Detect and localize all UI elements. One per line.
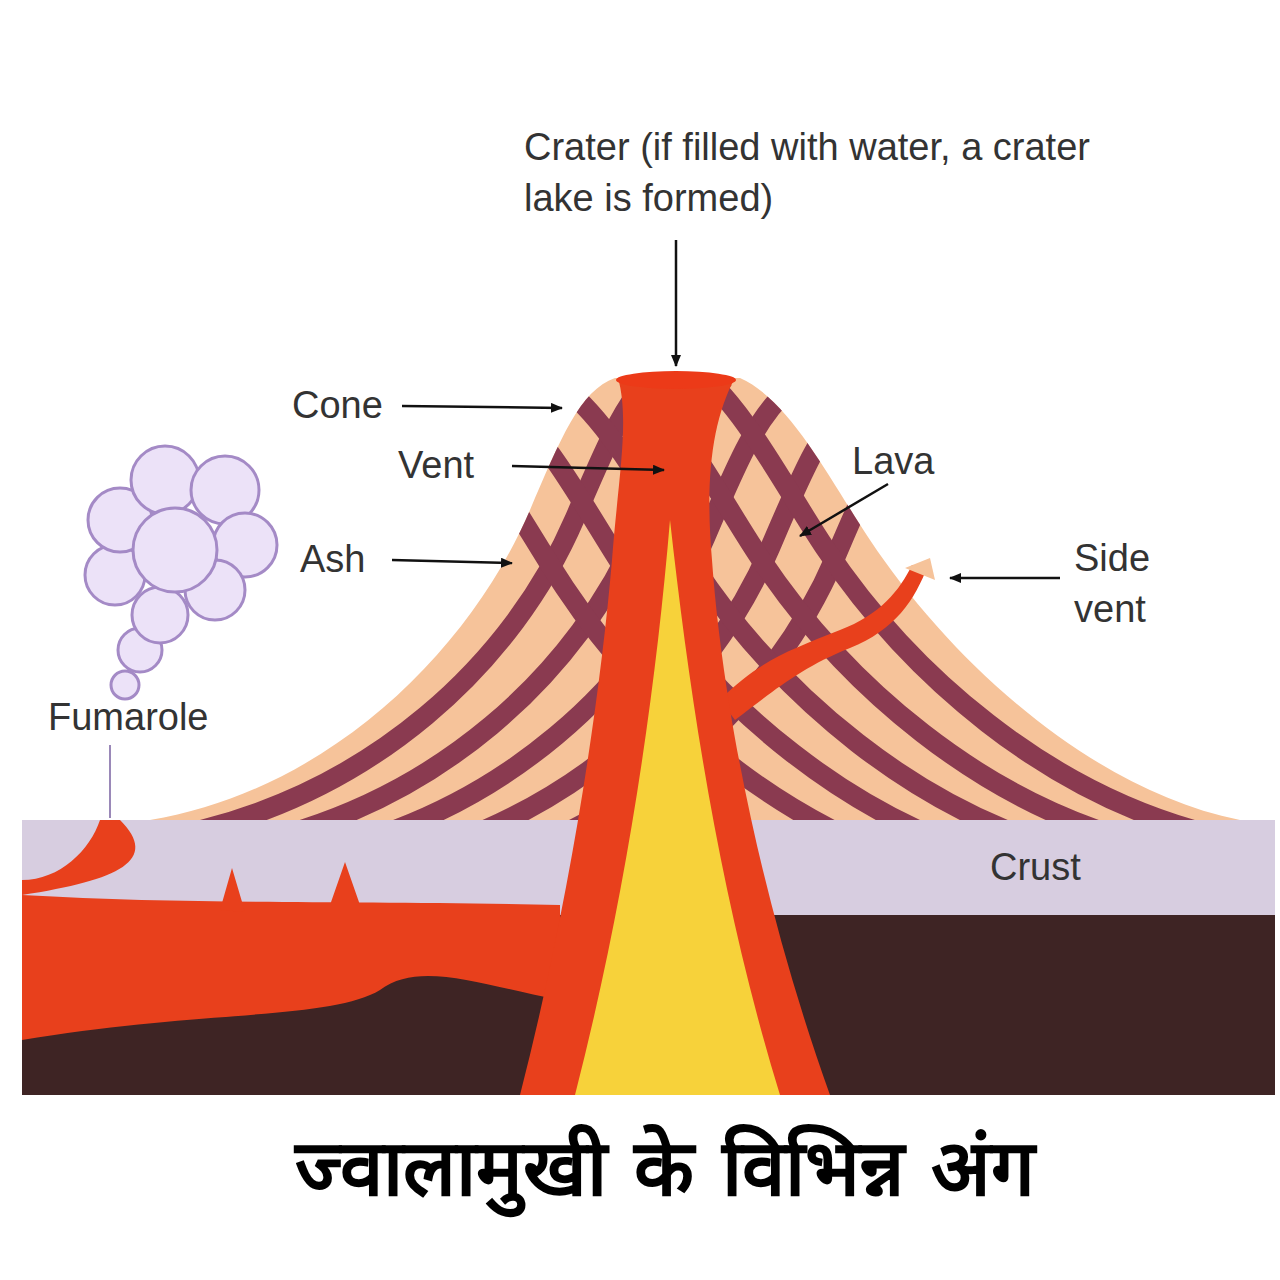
magma-fingers: [220, 862, 360, 912]
main-vent: [520, 378, 830, 1095]
magma-chamber: [22, 895, 560, 1040]
magma-core: [575, 520, 780, 1095]
caption: ज्वालामुखी के विभिन्न अंग: [295, 1112, 1034, 1218]
crater-arrow: [675, 240, 678, 366]
side-vent-label: Side vent: [1074, 533, 1184, 636]
magma-branch: [22, 820, 135, 895]
cone-arrow: [402, 406, 562, 408]
fumarole-cloud: [85, 446, 277, 699]
ash-label: Ash: [300, 534, 390, 585]
leader-lines: [392, 240, 1060, 578]
side-vent-arrow: [950, 577, 1060, 580]
lava-arrow: [800, 484, 888, 536]
crater: [616, 371, 736, 389]
vent-arrow: [512, 466, 664, 470]
side-vent-tip: [905, 558, 935, 580]
crater-label: Crater (if filled with water, a crater l…: [524, 122, 1124, 225]
cone-label: Cone: [292, 380, 402, 431]
ash-arrow: [392, 560, 512, 563]
fumarole-label: Fumarole: [48, 692, 258, 743]
lava-label: Lava: [852, 436, 962, 487]
fumarole-line: [109, 745, 111, 818]
side-vent-channel: [720, 565, 928, 720]
vent-label: Vent: [398, 440, 510, 491]
crust-label: Crust: [990, 842, 1120, 893]
